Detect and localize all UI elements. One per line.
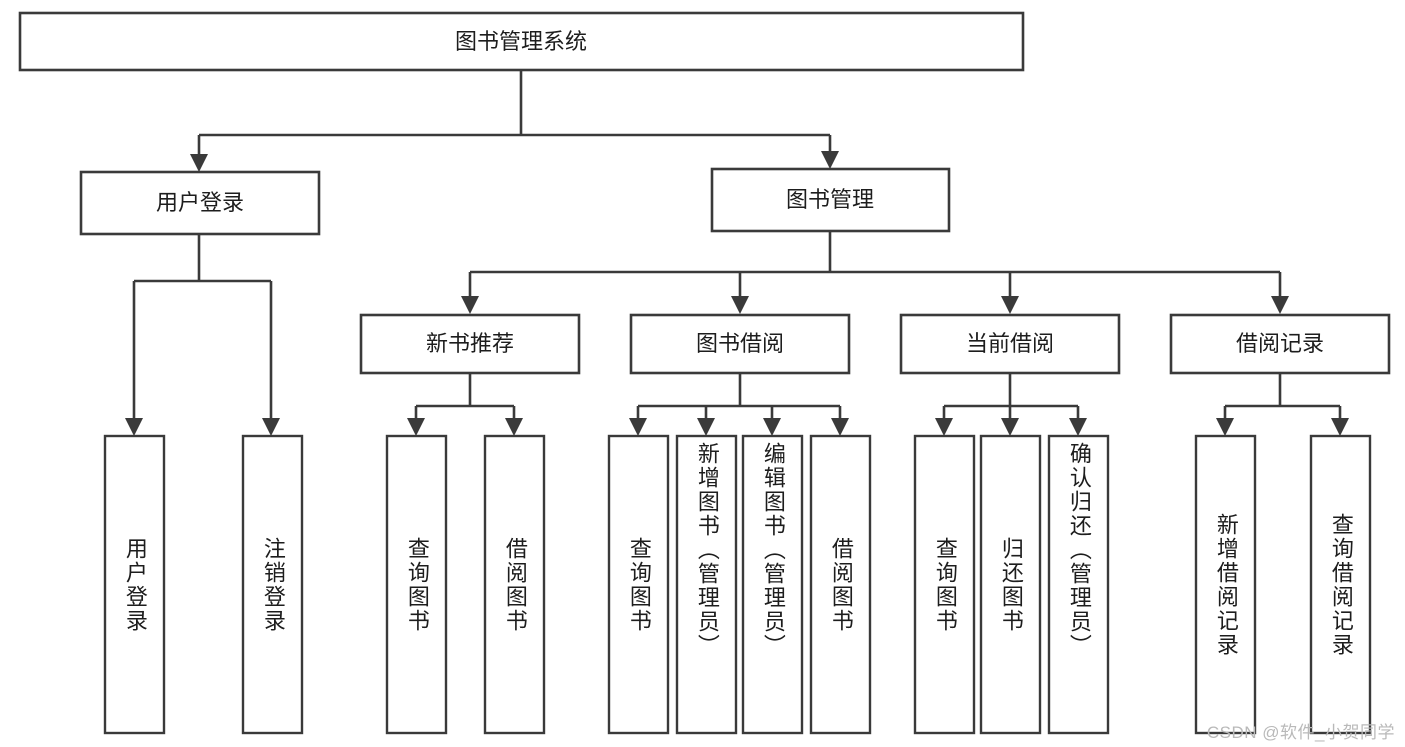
node-user-login-label: 用户登录 xyxy=(156,190,244,215)
arrow-to-leaf-borrow-edit-book xyxy=(763,418,781,436)
node-book-borrow-label: 图书借阅 xyxy=(696,331,784,356)
connector-group-book-borrow xyxy=(629,373,849,436)
arrow-to-leaf-borrow-add-book xyxy=(697,418,715,436)
arrow-to-book-mgmt xyxy=(821,151,839,169)
arrow-to-leaf-borrow-query-book xyxy=(629,418,647,436)
node-borrow-record[interactable]: 借阅记录 xyxy=(1169,313,1391,375)
leaf-box-cur-query-book[interactable] xyxy=(913,434,976,735)
connector-group-root xyxy=(190,70,839,172)
arrow-to-leaf-cur-return-book xyxy=(1001,418,1019,436)
arrow-to-leaf-user-login xyxy=(125,418,143,436)
connector-group-book-mgmt xyxy=(461,231,1289,314)
arrow-to-borrow-record xyxy=(1271,296,1289,314)
leaf-box-borrow-edit-book[interactable] xyxy=(741,434,804,735)
node-borrow-record-label: 借阅记录 xyxy=(1236,331,1324,356)
arrow-to-leaf-borrow-borrow-book xyxy=(831,418,849,436)
leaf-box-cur-confirm-return[interactable] xyxy=(1047,434,1110,735)
arrow-to-book-borrow xyxy=(731,296,749,314)
node-current-borrow-label: 当前借阅 xyxy=(966,331,1054,356)
leaf-box-rec-query-record[interactable] xyxy=(1309,434,1372,735)
arrow-to-leaf-rec-query-book xyxy=(407,418,425,436)
leaf-boxes xyxy=(103,434,1372,735)
node-root-title[interactable]: 图书管理系统 xyxy=(18,11,1025,72)
leaf-box-borrow-add-book[interactable] xyxy=(675,434,738,735)
arrow-to-leaf-rec-borrow-book xyxy=(505,418,523,436)
node-root-title-label: 图书管理系统 xyxy=(455,29,587,54)
node-book-management-label: 图书管理 xyxy=(786,187,874,212)
arrow-to-new-book-rec xyxy=(461,296,479,314)
leaf-box-rec-add-record[interactable] xyxy=(1194,434,1257,735)
leaf-box-logout[interactable] xyxy=(241,434,304,735)
leaf-box-rec-query-book[interactable] xyxy=(385,434,448,735)
arrow-to-leaf-cur-query-book xyxy=(935,418,953,436)
arrow-to-user-login xyxy=(190,154,208,172)
arrow-to-leaf-logout xyxy=(262,418,280,436)
node-book-management[interactable]: 图书管理 xyxy=(710,167,951,233)
arrow-to-leaf-cur-confirm-return xyxy=(1069,418,1087,436)
arrow-to-current-borrow xyxy=(1001,296,1019,314)
node-new-book-recommend-label: 新书推荐 xyxy=(426,331,514,356)
connector-group-user-login xyxy=(125,234,280,436)
arrow-to-leaf-rec-query-record xyxy=(1331,418,1349,436)
node-user-login[interactable]: 用户登录 xyxy=(79,170,321,236)
connector-group-new-book-rec xyxy=(407,373,523,436)
node-current-borrow[interactable]: 当前借阅 xyxy=(899,313,1121,375)
csdn-watermark: CSDN @软件_小贺同学 xyxy=(1206,723,1395,742)
connector-group-borrow-record xyxy=(1216,373,1349,436)
leaf-box-rec-borrow-book[interactable] xyxy=(483,434,546,735)
leaf-box-borrow-borrow-book[interactable] xyxy=(809,434,872,735)
connector-group-current-borrow xyxy=(935,373,1087,436)
arrow-to-leaf-rec-add-record xyxy=(1216,418,1234,436)
leaf-box-cur-return-book[interactable] xyxy=(979,434,1042,735)
leaf-box-borrow-query-book[interactable] xyxy=(607,434,670,735)
node-book-borrow[interactable]: 图书借阅 xyxy=(629,313,851,375)
node-new-book-recommend[interactable]: 新书推荐 xyxy=(359,313,581,375)
leaf-box-user-login[interactable] xyxy=(103,434,166,735)
